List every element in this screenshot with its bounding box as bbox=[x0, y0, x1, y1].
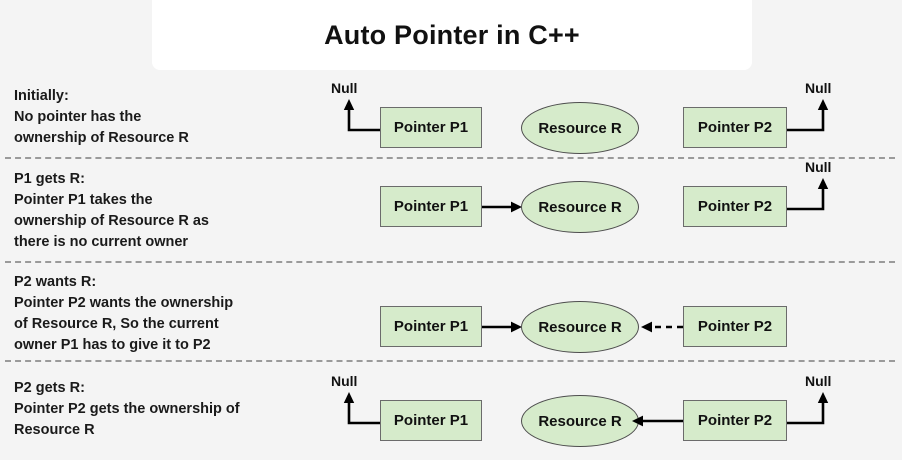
row-p2-gets-r-resource-label: Resource R bbox=[538, 412, 622, 430]
row-p2-gets-r-p1-null-arrow bbox=[343, 392, 384, 425]
row-p2-gets-r-pointer-p2-box: Pointer P2 bbox=[683, 400, 787, 441]
row-initially-desc-line-1: No pointer has the bbox=[14, 109, 142, 125]
row-p2-gets-r-p2-to-resource-arrow bbox=[632, 415, 684, 427]
row-initially: Initially: No pointer has the ownership … bbox=[0, 0, 902, 159]
row-p2-gets-r-p2-null-arrow bbox=[787, 392, 829, 425]
row-initially-p1-null-arrow bbox=[343, 99, 384, 132]
row-p1-gets-r-resource-ellipse: Resource R bbox=[521, 181, 639, 233]
row-p2-wants-r-resource-label: Resource R bbox=[538, 318, 622, 336]
row-p1-gets-r-pointer-p2-box: Pointer P2 bbox=[683, 186, 787, 227]
row-initially-resource-label: Resource R bbox=[538, 119, 622, 137]
row-p2-wants-r-p1-to-resource-arrow bbox=[482, 321, 522, 333]
row-initially-desc-line-2: ownership of Resource R bbox=[14, 130, 189, 146]
row-p2-gets-r-resource-ellipse: Resource R bbox=[521, 395, 639, 447]
page-title: Auto Pointer in C++ bbox=[324, 19, 580, 50]
row-initially-p2-null-label: Null bbox=[805, 80, 832, 96]
row-p2-wants-r-pointer-p1-label: Pointer P1 bbox=[393, 318, 469, 335]
row-p1-gets-r-pointer-p1-label: Pointer P1 bbox=[393, 198, 469, 215]
row-p2-gets-r-pointer-p1-label: Pointer P1 bbox=[393, 412, 469, 429]
row-initially-resource-ellipse: Resource R bbox=[521, 102, 639, 154]
row-p2-gets-r: P2 gets R: Pointer P2 gets the ownership… bbox=[0, 360, 902, 460]
row-p2-gets-r-desc-line-1: Pointer P2 gets the ownership of bbox=[14, 401, 240, 417]
row-p2-wants-r-resource-ellipse: Resource R bbox=[521, 301, 639, 353]
row-initially-heading: Initially: bbox=[14, 88, 69, 104]
row-p2-gets-r-p1-null-label: Null bbox=[331, 373, 358, 389]
row-p1-gets-r: P1 gets R: Pointer P1 takes the ownershi… bbox=[0, 157, 902, 263]
row-p1-gets-r-p2-null-arrow bbox=[787, 178, 829, 211]
row-p1-gets-r-resource-label: Resource R bbox=[538, 198, 622, 216]
row-initially-p1-null-label: Null bbox=[331, 80, 358, 96]
row-initially-pointer-p1-box: Pointer P1 bbox=[380, 107, 482, 148]
row-p2-wants-r: P2 wants R: Pointer P2 wants the ownersh… bbox=[0, 261, 902, 362]
title-card: Auto Pointer in C++ bbox=[152, 0, 752, 70]
row-p1-gets-r-pointer-p2-label: Pointer P2 bbox=[697, 198, 773, 215]
row-separator-2 bbox=[5, 261, 895, 263]
row-p2-wants-r-p2-to-resource-arrow bbox=[641, 321, 683, 333]
row-p1-gets-r-p1-to-resource-arrow bbox=[482, 201, 522, 213]
row-initially-pointer-p2-box: Pointer P2 bbox=[683, 107, 787, 148]
row-p2-wants-r-desc-line-3: owner P1 has to give it to P2 bbox=[14, 337, 211, 353]
row-p2-wants-r-desc-line-1: Pointer P2 wants the ownership bbox=[14, 295, 234, 311]
row-p2-wants-r-text: P2 wants R: Pointer P2 wants the ownersh… bbox=[14, 272, 324, 356]
row-p2-wants-r-pointer-p2-box: Pointer P2 bbox=[683, 306, 787, 347]
row-p2-wants-r-pointer-p2-label: Pointer P2 bbox=[697, 318, 773, 335]
row-p2-wants-r-heading: P2 wants R: bbox=[14, 274, 97, 290]
row-p2-gets-r-desc-line-2: Resource R bbox=[14, 422, 95, 438]
row-p1-gets-r-p2-null-label: Null bbox=[805, 159, 832, 175]
row-p2-wants-r-desc-line-2: of Resource R, So the current bbox=[14, 316, 219, 332]
row-p1-gets-r-desc-line-2: ownership of Resource R as bbox=[14, 213, 209, 229]
row-p1-gets-r-desc-line-1: Pointer P1 takes the bbox=[14, 192, 153, 208]
row-initially-pointer-p1-label: Pointer P1 bbox=[393, 119, 469, 136]
row-separator-1 bbox=[5, 157, 895, 159]
row-p2-gets-r-text: P2 gets R: Pointer P2 gets the ownership… bbox=[14, 378, 324, 441]
row-p2-gets-r-pointer-p1-box: Pointer P1 bbox=[380, 400, 482, 441]
row-initially-p2-null-arrow bbox=[787, 99, 829, 132]
row-p2-wants-r-pointer-p1-box: Pointer P1 bbox=[380, 306, 482, 347]
row-p1-gets-r-text: P1 gets R: Pointer P1 takes the ownershi… bbox=[14, 169, 324, 253]
row-separator-3 bbox=[5, 360, 895, 362]
row-initially-pointer-p2-label: Pointer P2 bbox=[697, 119, 773, 136]
row-p1-gets-r-desc-line-3: there is no current owner bbox=[14, 234, 189, 250]
row-p1-gets-r-pointer-p1-box: Pointer P1 bbox=[380, 186, 482, 227]
row-initially-text: Initially: No pointer has the ownership … bbox=[14, 86, 324, 149]
row-p1-gets-r-heading: P1 gets R: bbox=[14, 171, 85, 187]
row-p2-gets-r-p2-null-label: Null bbox=[805, 373, 832, 389]
row-p2-gets-r-pointer-p2-label: Pointer P2 bbox=[697, 412, 773, 429]
row-p2-gets-r-heading: P2 gets R: bbox=[14, 380, 85, 396]
